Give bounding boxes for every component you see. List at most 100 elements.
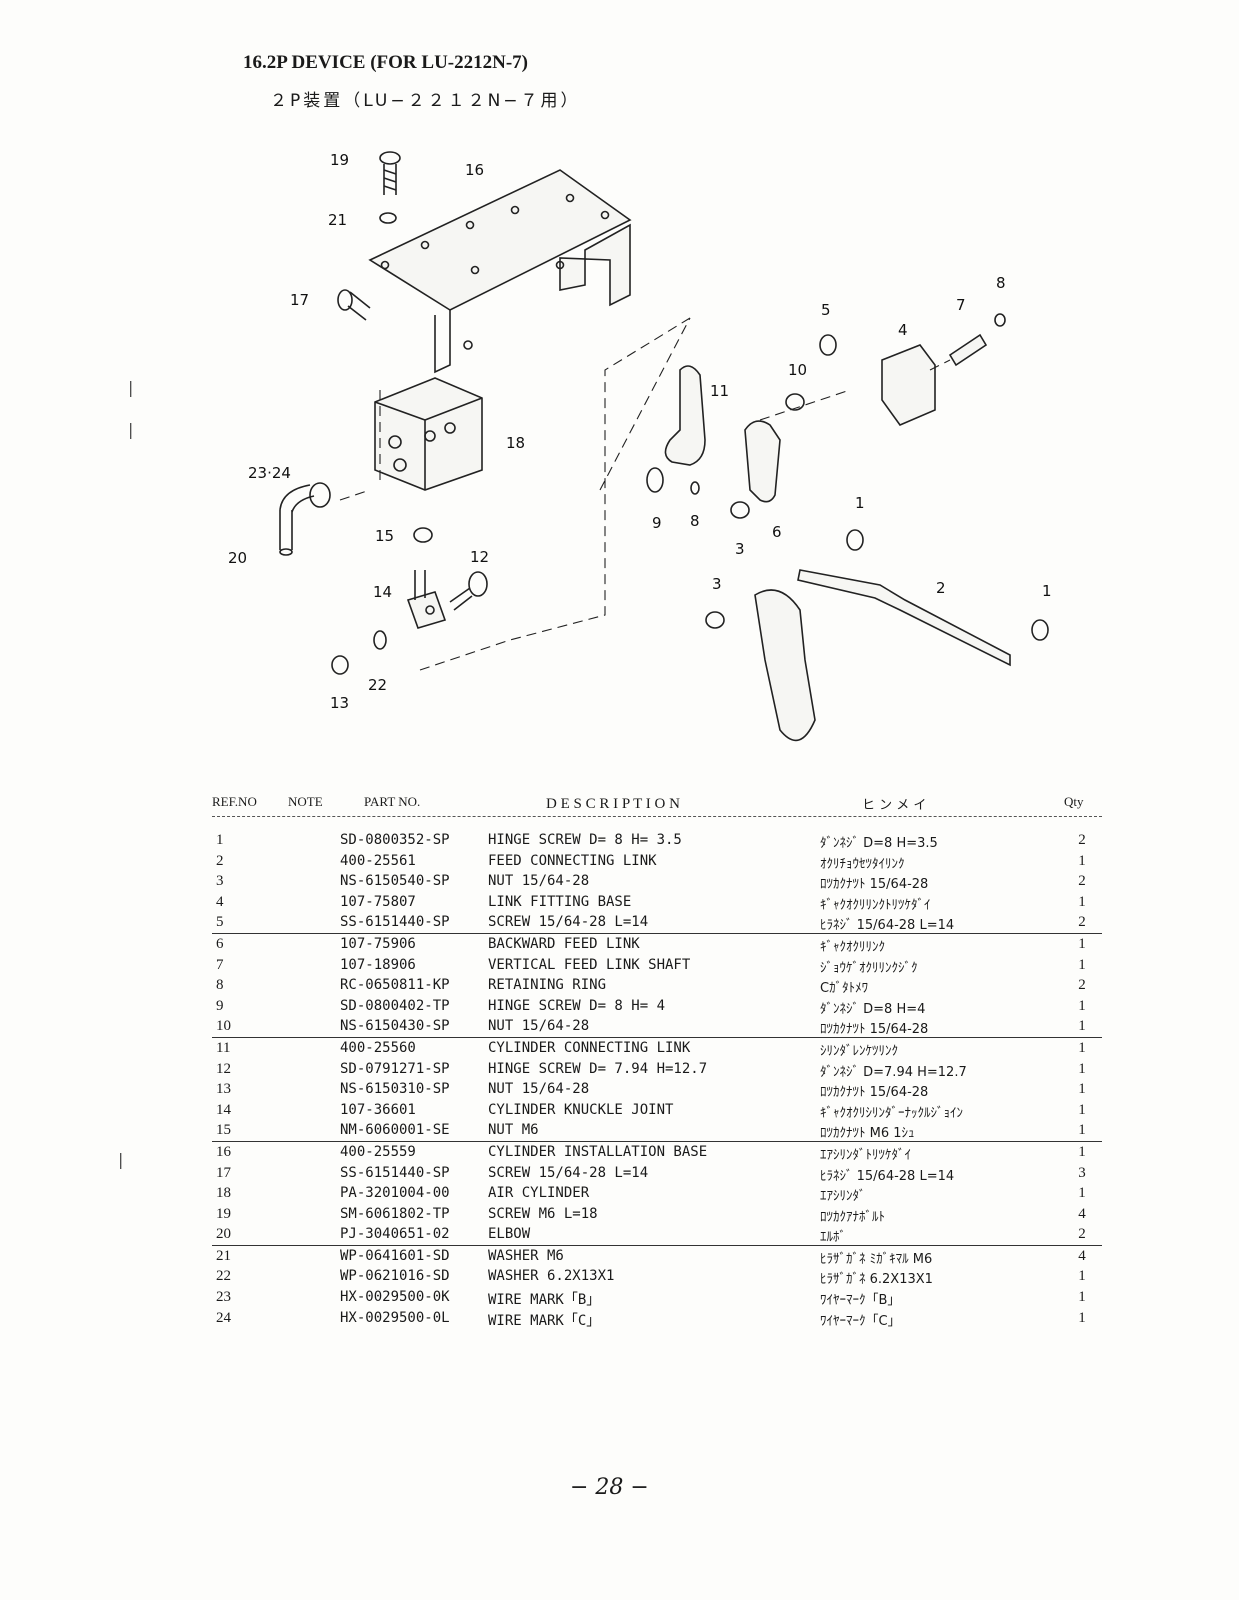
cell-description: RETAINING RING [488,977,607,994]
cell-description: WIRE MARK「B」 [488,1292,601,1309]
cell-ref-no: 1 [216,832,224,848]
cell-jp-name: ﾛﾂｶｸﾅﾂﾄ M6 1ｼｭ [820,1126,915,1142]
hinge-screw-1a [846,529,864,551]
cell-ref-no: 16 [216,1143,231,1160]
cell-ref-no: 8 [216,977,224,994]
feed-link-shaft-7 [948,333,988,367]
cell-jp-name: ﾜｲﾔｰﾏｰｸ「C」 [820,1313,901,1329]
cell-part-no: SD-0791271-SP [340,1060,450,1077]
callout-label: 21 [328,211,347,229]
cell-part-no: SD-0800402-TP [340,997,450,1014]
cell-ref-no: 20 [216,1226,231,1243]
cell-ref-no: 23 [216,1289,231,1306]
air-cylinder-18 [374,377,483,491]
cell-qty: 1 [1078,1018,1086,1035]
cell-part-no: NS-6150430-SP [340,1018,450,1035]
cell-description: BACKWARD FEED LINK [488,935,640,952]
cell-jp-name: ﾀﾞﾝﾈｼﾞ D=7.94 H=12.7 [820,1064,967,1080]
retaining-ring-8 [690,481,700,495]
cell-part-no: 400-25561 [340,852,416,869]
callout-label: 20 [228,549,247,567]
cell-description: WASHER M6 [488,1247,564,1264]
parts-table-header: REF.NO NOTE PART NO. D E S C R I P T I O… [212,790,1102,817]
cell-description: SCREW 15/64-28 L=14 [488,1164,649,1181]
cell-ref-no: 13 [216,1081,231,1098]
cell-jp-name: ｴｱｼﾘﾝﾀﾞﾄﾘﾂｹﾀﾞｲ [820,1147,911,1163]
cell-qty: 1 [1078,997,1086,1014]
knuckle-joint-14 [406,570,447,629]
cell-description: FEED CONNECTING LINK [488,852,657,869]
cell-qty: 4 [1078,1247,1086,1264]
cell-part-no: HX-0029500-0K [340,1289,450,1306]
header-ref: REF.NO [212,794,257,809]
cell-ref-no: 14 [216,1101,231,1118]
cell-qty: 2 [1078,977,1086,994]
feed-connecting-link-2 [797,569,1011,667]
cell-part-no: NS-6150540-SP [340,873,450,890]
cell-part-no: SD-0800352-SP [340,832,450,848]
cell-qty: 1 [1078,1122,1086,1139]
cell-description: CYLINDER INSTALLATION BASE [488,1143,708,1160]
callout-label: 18 [506,434,525,452]
link-fitting-base-4 [881,344,936,426]
page-subtitle-jp: ２P装置（LU−２２１２N−７用） [270,91,581,111]
cell-part-no: 107-36601 [340,1101,416,1118]
cell-part-no: PA-3201004-00 [340,1185,450,1202]
hinge-screw-1b [1031,619,1049,641]
cell-qty: 1 [1078,1309,1086,1326]
cell-ref-no: 19 [216,1205,231,1222]
cell-ref-no: 9 [216,997,224,1014]
cell-qty: 1 [1078,893,1086,910]
scan-mark: | [128,420,134,439]
cell-qty: 1 [1078,1143,1086,1160]
cell-part-no: PJ-3040651-02 [340,1226,450,1243]
elbow-20 [279,482,331,556]
callout-label: 8 [690,512,700,530]
cell-part-no: 107-75906 [340,935,416,952]
cell-description: NUT M6 [488,1122,539,1139]
cell-ref-no: 7 [216,956,224,973]
callout-label: 13 [330,694,349,712]
diagram-svg: 19 16 21 17 5 4 7 8 10 11 18 23·24 20 15… [228,151,1052,742]
cell-ref-no: 17 [216,1164,231,1181]
cell-ref-no: 12 [216,1060,231,1077]
cell-description: NUT 15/64-28 [488,1018,590,1035]
callout-label: 15 [375,527,394,545]
header-qty: Qty [1064,794,1084,809]
callout-label: 12 [470,548,489,566]
cell-qty: 1 [1078,956,1086,973]
cell-ref-no: 24 [216,1309,231,1326]
callout-label: 7 [956,296,966,314]
cell-qty: 1 [1078,1185,1086,1202]
cell-jp-name: ﾛﾂｶｸｱﾅﾎﾞﾙﾄ [820,1209,885,1225]
cell-description: NUT 15/64-28 [488,1081,590,1098]
cell-description: CYLINDER KNUCKLE JOINT [488,1101,674,1118]
callout-label: 1 [1042,582,1052,600]
cell-ref-no: 5 [216,914,224,931]
cell-part-no: NS-6150310-SP [340,1081,450,1098]
cell-part-no: SM-6061802-TP [340,1205,450,1222]
callout-label: 23·24 [248,464,291,482]
cell-jp-name: ｷﾞｬｸｵｸﾘﾘﾝｸﾄﾘﾂｹﾀﾞｲ [820,897,931,913]
screw-17 [337,289,371,321]
callout-label: 8 [996,274,1006,292]
cell-description: SCREW 15/64-28 L=14 [488,914,649,931]
callout-label: 3 [712,575,722,593]
